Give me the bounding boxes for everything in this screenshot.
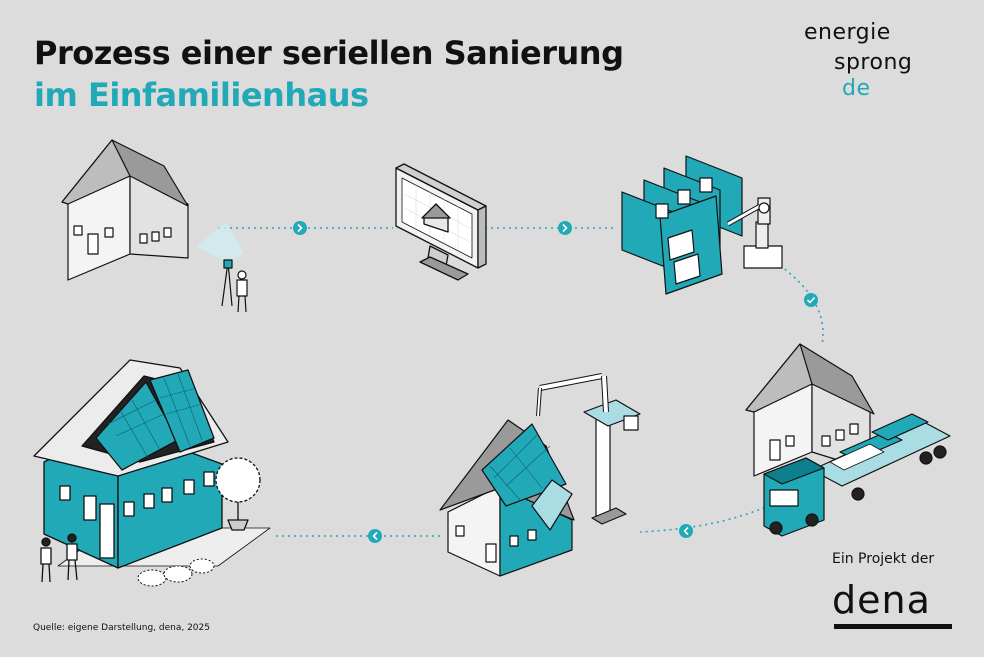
robot-arm <box>726 197 783 269</box>
step-digital-model <box>395 163 487 281</box>
chevron-right-icon <box>562 223 568 233</box>
step-arrow-5 <box>368 529 382 543</box>
logo-line-3: de <box>842 76 871 101</box>
step-renovated-house <box>33 359 271 587</box>
step-installation <box>439 373 641 577</box>
logo-line-1: energie <box>804 20 891 45</box>
dena-logo: dena <box>832 578 931 622</box>
step-arrow-2 <box>558 221 572 235</box>
page-subtitle: im Einfamilienhaus <box>34 76 369 114</box>
step-factory-production <box>621 155 783 295</box>
chevron-left-icon <box>683 526 689 536</box>
solar-panel-right <box>149 369 215 453</box>
crane <box>536 373 641 525</box>
step-transport <box>745 343 951 537</box>
logo-line-2: sprong <box>834 50 913 75</box>
dena-logo-underline <box>834 624 952 629</box>
process-path <box>218 227 824 537</box>
step-arrow-4 <box>679 524 693 538</box>
energiesprong-logo: energie sprong de <box>804 20 964 101</box>
step-arrow-3 <box>804 293 818 307</box>
tree-icon <box>215 457 261 531</box>
people-figures <box>40 533 78 583</box>
chevron-left-icon <box>372 531 378 541</box>
truck-cab <box>763 457 825 537</box>
step-house-scan <box>61 139 248 313</box>
step-arrow-1 <box>293 221 307 235</box>
scan-beam <box>196 222 244 262</box>
project-label: Ein Projekt der <box>832 551 935 567</box>
source-note: Quelle: eigene Darstellung, dena, 2025 <box>33 623 210 633</box>
check-icon <box>806 296 816 304</box>
page-title: Prozess einer seriellen Sanierung <box>34 34 624 72</box>
shrubs-icon <box>137 558 215 587</box>
chevron-right-icon <box>297 223 303 233</box>
surveyor-figure <box>221 259 248 313</box>
